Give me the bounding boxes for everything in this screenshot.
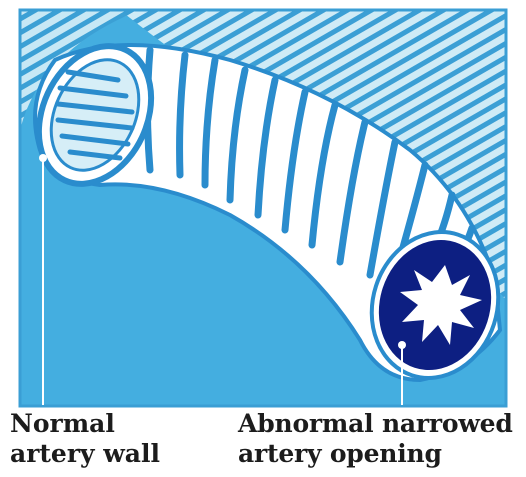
label-normal-artery-wall: Normal artery wall bbox=[10, 409, 160, 469]
pointer-dot-normal bbox=[39, 154, 47, 162]
label-abnormal-line1: Abnormal narrowed bbox=[238, 409, 513, 439]
pointer-dot-narrowed bbox=[398, 341, 406, 349]
label-normal-line2: artery wall bbox=[10, 439, 160, 469]
label-abnormal-line2: artery opening bbox=[238, 439, 513, 469]
label-normal-line1: Normal bbox=[10, 409, 160, 439]
label-abnormal-narrowed-opening: Abnormal narrowed artery opening bbox=[238, 409, 513, 469]
